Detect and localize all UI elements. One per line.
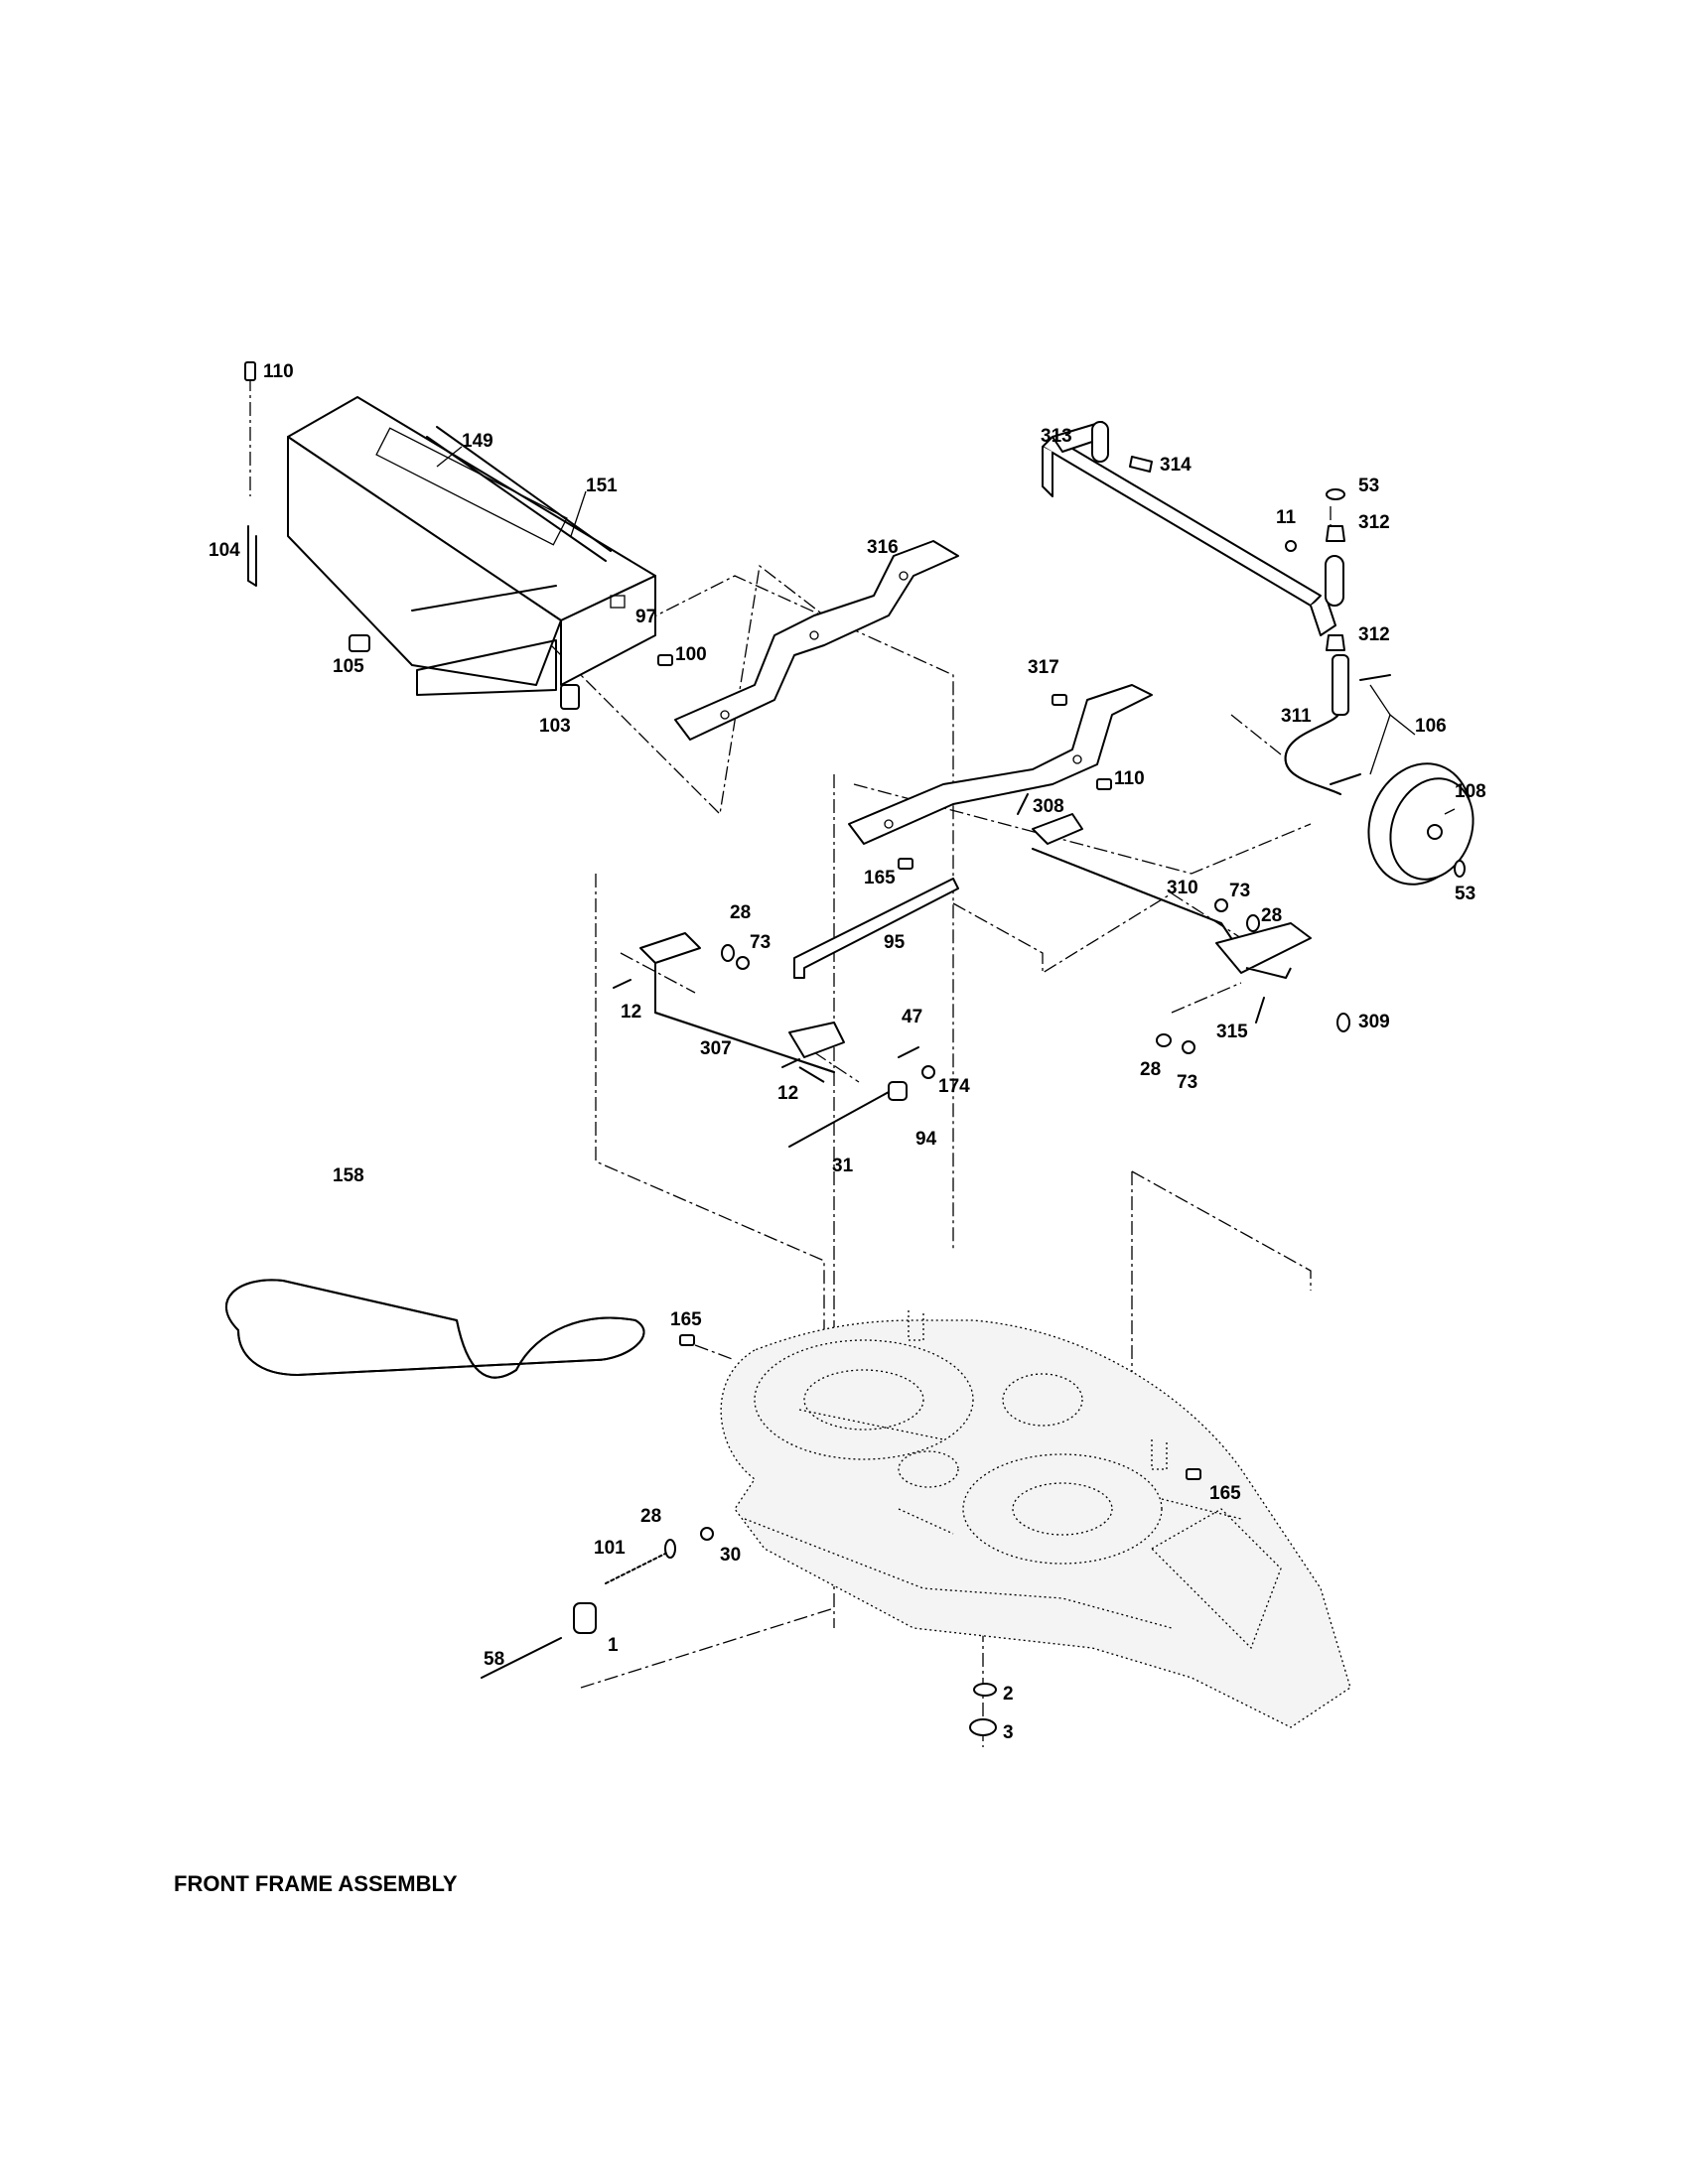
arm-310 xyxy=(1032,813,1312,979)
washer-2 xyxy=(973,1683,997,1697)
spindle-311 xyxy=(1284,654,1349,795)
callout-53-wheel: 53 xyxy=(1455,884,1475,904)
diagram-title: FRONT FRAME ASSEMBLY xyxy=(174,1871,458,1896)
callout-58: 58 xyxy=(484,1649,504,1670)
callout-2: 2 xyxy=(1003,1684,1014,1705)
callout-316: 316 xyxy=(867,537,899,558)
callout-28-left: 28 xyxy=(730,902,751,923)
callout-149: 149 xyxy=(462,431,493,452)
callout-103: 103 xyxy=(539,716,571,737)
link-95 xyxy=(793,878,959,979)
callout-105: 105 xyxy=(333,656,364,677)
eyebolt-1 xyxy=(573,1602,597,1634)
callout-307: 307 xyxy=(700,1038,732,1059)
callout-110-mid: 110 xyxy=(1114,768,1145,789)
callout-309: 309 xyxy=(1358,1012,1390,1032)
callout-28-bottom-right: 28 xyxy=(1140,1059,1161,1080)
deck-shield xyxy=(247,396,656,696)
callout-73-left: 73 xyxy=(750,932,771,953)
callout-95: 95 xyxy=(884,932,906,953)
callout-101: 101 xyxy=(594,1538,626,1559)
arm-307 xyxy=(639,932,845,1083)
axle-313 xyxy=(1042,421,1344,636)
clip-3 xyxy=(969,1718,997,1736)
callout-310: 310 xyxy=(1167,878,1198,898)
callout-28-right: 28 xyxy=(1261,905,1282,926)
callout-165-deck-left: 165 xyxy=(670,1309,702,1330)
callout-labels: 110 149 151 104 97 105 100 103 316 313 3… xyxy=(209,361,1486,1743)
callout-30: 30 xyxy=(720,1545,741,1566)
callout-165-upper: 165 xyxy=(864,868,896,888)
callout-110-top: 110 xyxy=(263,361,294,382)
callout-73-right: 73 xyxy=(1229,881,1250,901)
callout-312-top: 312 xyxy=(1358,512,1390,533)
callout-314: 314 xyxy=(1160,455,1192,476)
callout-311: 311 xyxy=(1281,706,1312,727)
callout-317: 317 xyxy=(1028,657,1059,678)
callout-53-top: 53 xyxy=(1358,476,1379,496)
washer-28-lower xyxy=(664,1539,676,1559)
callout-94: 94 xyxy=(915,1129,937,1150)
callout-3: 3 xyxy=(1003,1722,1014,1743)
clip-103 xyxy=(560,684,580,710)
callout-174: 174 xyxy=(938,1076,970,1097)
wheel-108 xyxy=(1367,762,1474,886)
callout-104: 104 xyxy=(209,540,240,561)
callout-11: 11 xyxy=(1276,507,1297,528)
adjuster-94 xyxy=(888,1081,908,1101)
callout-1: 1 xyxy=(608,1635,619,1656)
spring-101 xyxy=(605,1553,666,1584)
callout-151: 151 xyxy=(586,476,618,496)
callout-47: 47 xyxy=(902,1007,922,1027)
callout-12-lower: 12 xyxy=(777,1083,798,1104)
callout-97: 97 xyxy=(635,607,656,627)
rod-31 xyxy=(788,1091,890,1148)
mower-deck xyxy=(720,1310,1351,1728)
callout-28-spring: 28 xyxy=(640,1506,661,1527)
bracket-317 xyxy=(848,684,1153,845)
callout-313: 313 xyxy=(1041,426,1072,447)
callout-158: 158 xyxy=(333,1165,364,1186)
callout-315: 315 xyxy=(1216,1022,1248,1042)
leader-lines xyxy=(436,446,1456,815)
callout-312-bottom: 312 xyxy=(1358,624,1390,645)
callout-165-deck-right: 165 xyxy=(1209,1483,1241,1504)
callout-100: 100 xyxy=(675,644,707,665)
callout-31: 31 xyxy=(832,1156,854,1176)
callout-73-bottom-right: 73 xyxy=(1177,1072,1197,1093)
callout-12-upper: 12 xyxy=(621,1002,641,1023)
bracket-316 xyxy=(674,540,959,741)
fasteners xyxy=(244,361,1466,1480)
belt-158 xyxy=(225,1279,645,1379)
callout-308: 308 xyxy=(1033,796,1064,817)
callout-108: 108 xyxy=(1455,781,1486,802)
pin-58 xyxy=(481,1637,562,1679)
callout-106: 106 xyxy=(1415,716,1447,737)
clip-105 xyxy=(349,634,370,652)
nut-30 xyxy=(700,1527,714,1541)
